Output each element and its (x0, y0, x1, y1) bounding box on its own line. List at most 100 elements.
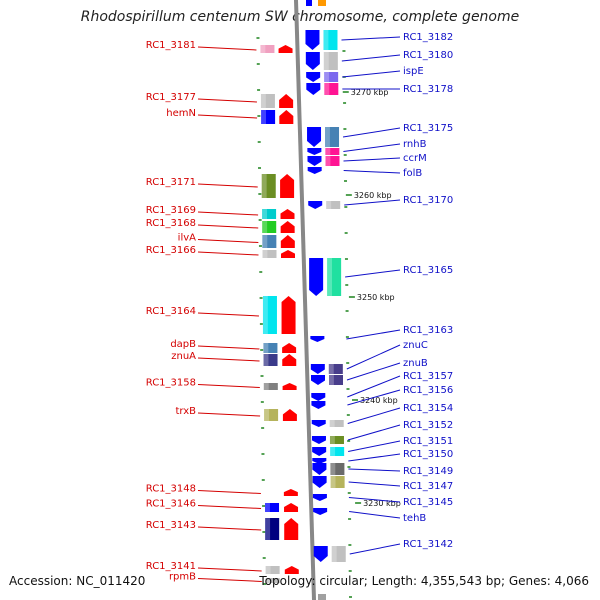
gene-connector (341, 36, 401, 41)
gene-connector (348, 453, 401, 462)
gene-arrow (305, 30, 320, 50)
offscreen-gene-bottom (318, 594, 326, 600)
gene-label-right: folB (403, 168, 422, 179)
gene-box-highlight (323, 30, 329, 50)
chromosome-backbone (294, 0, 316, 600)
gene-label-left: dapB (170, 339, 196, 350)
gene-box (265, 518, 280, 540)
gene-box-highlight (331, 546, 337, 562)
gene-box (260, 45, 275, 53)
gene-box (263, 343, 278, 353)
gene-box-highlight (324, 72, 330, 82)
gene-label-left: RC1_3168 (146, 218, 196, 229)
gene-box-highlight (263, 343, 269, 353)
gene-label-left: RC1_3177 (146, 92, 196, 103)
gene-connector (197, 224, 259, 229)
gene-label-right: RC1_3152 (403, 420, 453, 431)
gene-box (262, 296, 277, 334)
gene-connector (197, 312, 259, 317)
gene-box-highlight (329, 375, 334, 385)
gene-connector (197, 412, 261, 417)
gene-box-highlight (260, 94, 266, 108)
gene-label-left: RC1_3143 (146, 520, 196, 531)
gene-arrow (280, 221, 295, 233)
gene-box-highlight (265, 503, 270, 512)
gene-box-highlight (265, 578, 271, 583)
gene-arrow (312, 494, 327, 501)
gene-box-highlight (262, 235, 268, 248)
gene-arrow (282, 343, 297, 353)
gene-connector (344, 199, 401, 206)
gene-box (323, 30, 338, 50)
gene-connector (342, 127, 401, 138)
gene-box (330, 476, 345, 488)
gene-label-right: RC1_3142 (403, 539, 453, 550)
gene-label-right: rnhB (403, 139, 427, 150)
gene-connector (197, 98, 257, 103)
gene-connector (197, 46, 257, 51)
gene-box-highlight (323, 52, 329, 70)
gene-connector (197, 357, 260, 362)
gene-arrow (284, 566, 299, 574)
gene-arrow (311, 420, 326, 427)
kbp-label: 3260 kbp (354, 191, 392, 200)
gene-arrow (279, 94, 294, 108)
gene-connector (197, 526, 262, 531)
gene-box (329, 375, 343, 385)
gene-arrow (280, 209, 295, 219)
gene-label-left: trxB (175, 406, 196, 417)
gene-label-right: RC1_3170 (403, 195, 453, 206)
gene-box (324, 83, 339, 95)
gene-label-left: RC1_3181 (146, 40, 196, 51)
gene-arrow (282, 383, 297, 390)
gene-box-highlight (325, 156, 331, 166)
gene-box (263, 354, 278, 366)
gene-label-left: RC1_3146 (146, 499, 196, 510)
gene-box (265, 566, 280, 574)
gene-arrow (278, 45, 293, 53)
gene-arrow (313, 508, 328, 515)
gene-arrow (307, 127, 322, 147)
gene-connector (197, 384, 260, 388)
gene-box (264, 409, 279, 421)
gene-arrow (312, 458, 327, 464)
gene-label-left: RC1_3171 (146, 177, 196, 188)
gene-box-highlight (263, 383, 269, 390)
gene-connector (347, 424, 401, 441)
gene-arrow (307, 156, 322, 166)
gene-box (262, 250, 277, 258)
gene-connector (343, 143, 401, 152)
gene-arrow (279, 110, 294, 124)
kbp-label: 3270 kbp (351, 88, 389, 97)
gene-label-right: RC1_3154 (403, 403, 453, 414)
gene-box (262, 209, 277, 219)
gene-box-highlight (325, 127, 330, 147)
gene-box (329, 436, 344, 444)
gene-box-highlight (330, 463, 336, 475)
gene-label-right: RC1_3180 (403, 50, 453, 61)
gene-box-highlight (261, 110, 266, 124)
gene-connector (343, 157, 401, 162)
gene-label-right: RC1_3150 (403, 449, 453, 460)
gene-arrow (282, 409, 297, 421)
gene-connector (197, 114, 258, 119)
gene-box-highlight (329, 436, 335, 444)
gene-arrow (312, 447, 327, 456)
gene-box-highlight (325, 148, 331, 155)
accession-text: Accession: NC_011420 (9, 574, 146, 588)
gene-arrow (284, 518, 299, 540)
offscreen-gene-top (318, 0, 326, 6)
gene-connector (346, 329, 401, 340)
gene-arrow (307, 167, 322, 174)
gene-arrow (280, 235, 295, 248)
gene-connector (346, 344, 401, 370)
gene-box (330, 463, 345, 475)
gene-arrow (305, 52, 320, 70)
gene-box-highlight (326, 201, 332, 209)
gene-box (331, 546, 346, 562)
gene-arrow (306, 83, 321, 95)
gene-box (325, 148, 340, 155)
genome-summary-text: Topology: circular; Length: 4,355,543 bp… (259, 574, 589, 588)
gene-arrow (307, 148, 322, 155)
